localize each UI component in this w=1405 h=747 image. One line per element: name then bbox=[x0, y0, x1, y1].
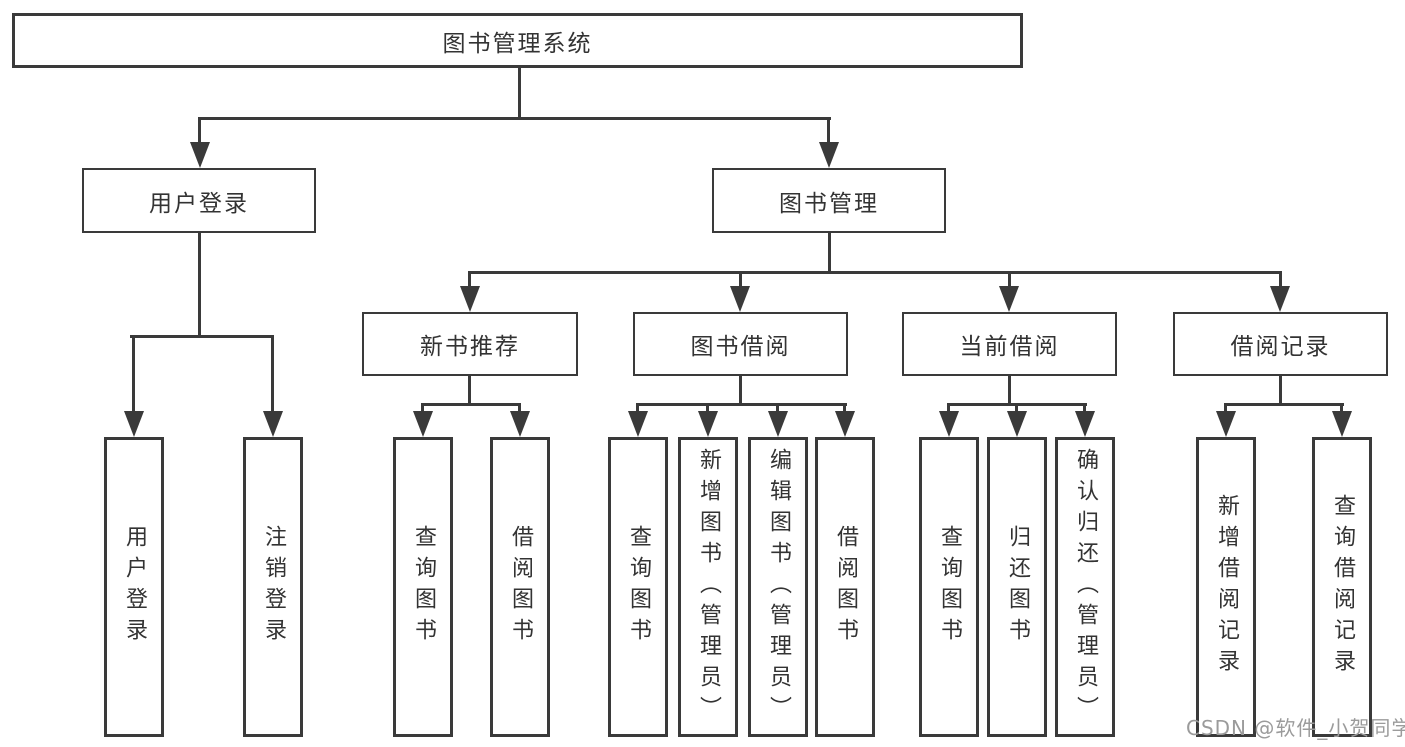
leaf-add-books-admin: 新增图书（管理员） bbox=[678, 437, 738, 737]
arrow-down-icon bbox=[1332, 411, 1352, 437]
connector-level3-hline bbox=[468, 271, 1282, 274]
arrow-down-icon bbox=[190, 142, 210, 168]
node-borrowing-records: 借阅记录 bbox=[1173, 312, 1388, 376]
connector-hline bbox=[421, 403, 521, 406]
connector-stub bbox=[1279, 271, 1282, 292]
arrow-down-icon bbox=[263, 411, 283, 437]
arrow-down-icon bbox=[939, 411, 959, 437]
leaf-logout: 注销登录 bbox=[243, 437, 303, 737]
connector-stub bbox=[468, 271, 471, 292]
leaf-query-books: 查询图书 bbox=[608, 437, 668, 737]
connector-stub bbox=[1083, 403, 1086, 414]
connector-stub bbox=[421, 403, 424, 414]
arrow-down-icon bbox=[1216, 411, 1236, 437]
connector-level1-hline bbox=[198, 117, 831, 120]
connector-stub bbox=[843, 403, 846, 414]
leaf-user-login: 用户登录 bbox=[104, 437, 164, 737]
leaf-query-books: 查询图书 bbox=[919, 437, 979, 737]
arrow-down-icon bbox=[413, 411, 433, 437]
connector-vline bbox=[1279, 376, 1282, 405]
leaf-borrow-books: 借阅图书 bbox=[815, 437, 875, 737]
connector-hline bbox=[1224, 403, 1344, 406]
leaf-borrow-books: 借阅图书 bbox=[490, 437, 550, 737]
leaf-return-books: 归还图书 bbox=[987, 437, 1047, 737]
connector-vline bbox=[468, 376, 471, 405]
connector-stub bbox=[1008, 271, 1011, 292]
connector-vline bbox=[739, 376, 742, 405]
arrow-down-icon bbox=[768, 411, 788, 437]
leaf-confirm-return-admin: 确认归还（管理员） bbox=[1055, 437, 1115, 737]
arrow-down-icon bbox=[698, 411, 718, 437]
arrow-down-icon bbox=[510, 411, 530, 437]
connector-hline bbox=[636, 403, 847, 406]
connector-stub bbox=[636, 403, 639, 414]
connector-user-login-vline bbox=[198, 233, 201, 337]
connector-stub bbox=[739, 271, 742, 292]
arrow-down-icon bbox=[628, 411, 648, 437]
arrow-down-icon bbox=[460, 286, 480, 312]
connector-stub bbox=[827, 117, 830, 145]
connector-book-mgmt-vline bbox=[828, 233, 831, 274]
arrow-down-icon bbox=[999, 286, 1019, 312]
node-new-book-recommendation: 新书推荐 bbox=[362, 312, 578, 376]
arrow-down-icon bbox=[1007, 411, 1027, 437]
arrow-down-icon bbox=[835, 411, 855, 437]
leaf-query-books: 查询图书 bbox=[393, 437, 453, 737]
connector-stub bbox=[776, 403, 779, 414]
connector-root-vline bbox=[518, 68, 521, 120]
node-book-management: 图书管理 bbox=[712, 168, 946, 233]
node-current-borrowing: 当前借阅 bbox=[902, 312, 1117, 376]
arrow-down-icon bbox=[124, 411, 144, 437]
connector-stub bbox=[1224, 403, 1227, 414]
connector-vline bbox=[1008, 376, 1011, 405]
leaf-edit-books-admin: 编辑图书（管理员） bbox=[748, 437, 808, 737]
node-user-login: 用户登录 bbox=[82, 168, 316, 233]
leaf-query-borrow-record: 查询借阅记录 bbox=[1312, 437, 1372, 737]
connector-stub bbox=[132, 335, 135, 414]
arrow-down-icon bbox=[1075, 411, 1095, 437]
connector-stub bbox=[518, 403, 521, 414]
connector-stub bbox=[947, 403, 950, 414]
arrow-down-icon bbox=[730, 286, 750, 312]
watermark: CSDN @软件_小贺同学 bbox=[1186, 716, 1405, 740]
node-book-borrowing: 图书借阅 bbox=[633, 312, 848, 376]
connector-user-login-hline bbox=[130, 335, 274, 338]
connector-stub bbox=[706, 403, 709, 414]
arrow-down-icon bbox=[819, 142, 839, 168]
connector-stub bbox=[1340, 403, 1343, 414]
connector-stub bbox=[198, 117, 201, 145]
connector-stub bbox=[271, 335, 274, 414]
arrow-down-icon bbox=[1270, 286, 1290, 312]
connector-stub bbox=[1015, 403, 1018, 414]
node-library-management-system: 图书管理系统 bbox=[12, 13, 1023, 68]
leaf-add-borrow-record: 新增借阅记录 bbox=[1196, 437, 1256, 737]
